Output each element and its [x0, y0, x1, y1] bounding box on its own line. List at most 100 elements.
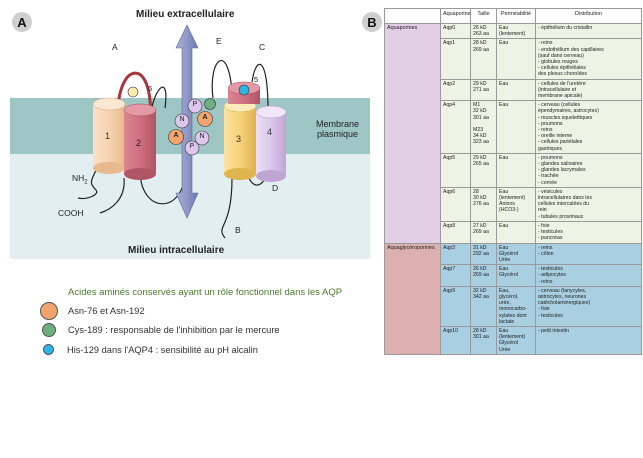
taille-line: 301 aa [473, 114, 489, 121]
aquaporin-name-cell: Aqp10 [440, 325, 471, 355]
cooh-label: COOH [58, 208, 84, 218]
dist-line: des plexus choroïdes [538, 71, 588, 78]
legend-item-asn: Asn-76 et Asn-192 [40, 302, 145, 320]
helix-1-label: 1 [105, 131, 111, 141]
loop-c-path [251, 63, 269, 111]
dist-cell: - testicules- adipocytes- reins [535, 264, 642, 287]
aquaporin-name-cell: Aqp8 [440, 220, 471, 244]
perm-line: Urée [499, 256, 511, 263]
perm-line: Eau [499, 266, 509, 273]
dist-line: - cerveau (tanycytes, [538, 287, 587, 294]
header-family [384, 8, 441, 24]
dist-line: - endothélium des capillaires [538, 46, 604, 53]
family-cell: Aquaglycéroporines [384, 242, 441, 355]
perm-line: xylates dont [499, 312, 527, 319]
residue-6-label: 6 [148, 84, 153, 93]
taille-line: M23 [473, 126, 484, 133]
taille-line: 34 kD [473, 133, 487, 140]
dist-cell: - reins- endothélium des capillaires (sa… [535, 38, 642, 80]
taille-line: 32 kD [473, 108, 487, 115]
perm-cell: Eau [496, 78, 536, 102]
npa-bottom-n: N [199, 133, 205, 140]
header-aquaporine: Aquaporine [440, 8, 471, 24]
aquaporin-name-cell: Aqp2 [440, 78, 471, 102]
dist-line: - côlon [538, 250, 554, 257]
his-129-marker [238, 84, 250, 96]
taille-line: 271 aa [473, 86, 489, 93]
table-header-row: Aquaporine Taille Perméabilité Distribut… [384, 8, 642, 24]
dist-line: - muscles squelettiques [538, 114, 593, 121]
taille-line: 30 kD [473, 195, 487, 202]
dist-line: - pancréas [538, 235, 563, 242]
dist-line: - glandes lacrymales [538, 167, 586, 174]
perm-line: Eau [499, 40, 509, 47]
dist-line: - poumons [538, 120, 563, 127]
dist-cell: - poumons- glandes salivaires- glandes l… [535, 152, 642, 188]
taille-line: 263 aa [473, 31, 489, 38]
dist-line: - testicules [538, 266, 563, 273]
taille-line: 265 aa [473, 161, 489, 168]
dist-line: - foie [538, 222, 550, 229]
dist-line: (intracellulaire et [538, 86, 577, 93]
taille-line: M1 [473, 102, 481, 109]
dist-line: - petit intestin [538, 327, 569, 334]
membrane-label: Membrane plasmique [316, 119, 359, 139]
legend-title: Acides aminés conservés ayant un rôle fo… [68, 287, 343, 298]
taille-line: 269 aa [473, 272, 489, 279]
dist-line: - cerveau (cellules [538, 102, 581, 109]
loop-e-path [211, 60, 233, 99]
helix-2-label: 2 [136, 138, 142, 148]
his-dot-icon [43, 344, 54, 355]
perm-line: Glycérol [499, 272, 519, 279]
legend-item-his-text: His-129 dans l'AQP4 : sensibilité au pH … [67, 344, 258, 355]
dist-line: - globules rouges [538, 59, 578, 66]
dist-line: - tubules proximaux [538, 213, 584, 220]
panel-b-letter: B [362, 12, 382, 32]
legend-item-asn-text: Asn-76 et Asn-192 [68, 306, 145, 316]
taille-line: 269 aa [473, 46, 489, 53]
membrane-label-line-1: Membrane [316, 119, 360, 129]
perm-line: urée, [499, 300, 511, 307]
taille-line: 292 aa [473, 250, 489, 257]
perm-line: Eau [499, 244, 509, 251]
taille-line: 29 kD [473, 154, 487, 161]
loop-b-label: B [235, 225, 241, 235]
dist-line: - reins [538, 127, 553, 134]
dist-cell: - épithélium du cristallin [535, 22, 642, 40]
panel-a-diagram: A [10, 9, 370, 355]
taille-line: 276 aa [473, 201, 489, 208]
loop-d-label: D [272, 183, 279, 193]
perm-line: Glycérol [499, 250, 519, 257]
perm-line: Eau [499, 327, 509, 334]
dist-cell: - cerveau (cellules épendymaires, astroc… [535, 100, 642, 154]
cys-dot-icon [42, 323, 56, 337]
taille-line: 323 aa [473, 139, 489, 146]
helix-1 [92, 97, 126, 174]
membrane-label-line-2: plasmique [317, 129, 359, 139]
dist-line: - cellules de l'uretère [538, 80, 586, 87]
family-cell: Aquaporines [384, 23, 441, 244]
perm-line: Urée [499, 346, 511, 353]
taille-line: 301 aa [473, 334, 489, 341]
dist-line: - cellules épithéliales [538, 65, 586, 72]
dist-line: intracellulaires dans les [538, 195, 592, 202]
loop-b-path [221, 177, 233, 239]
npa-bottom-a: A [173, 132, 179, 139]
dist-line: - vésicules [538, 188, 563, 195]
perm-line: (lentement) [499, 195, 526, 202]
npa-bottom-p: P [189, 143, 195, 150]
